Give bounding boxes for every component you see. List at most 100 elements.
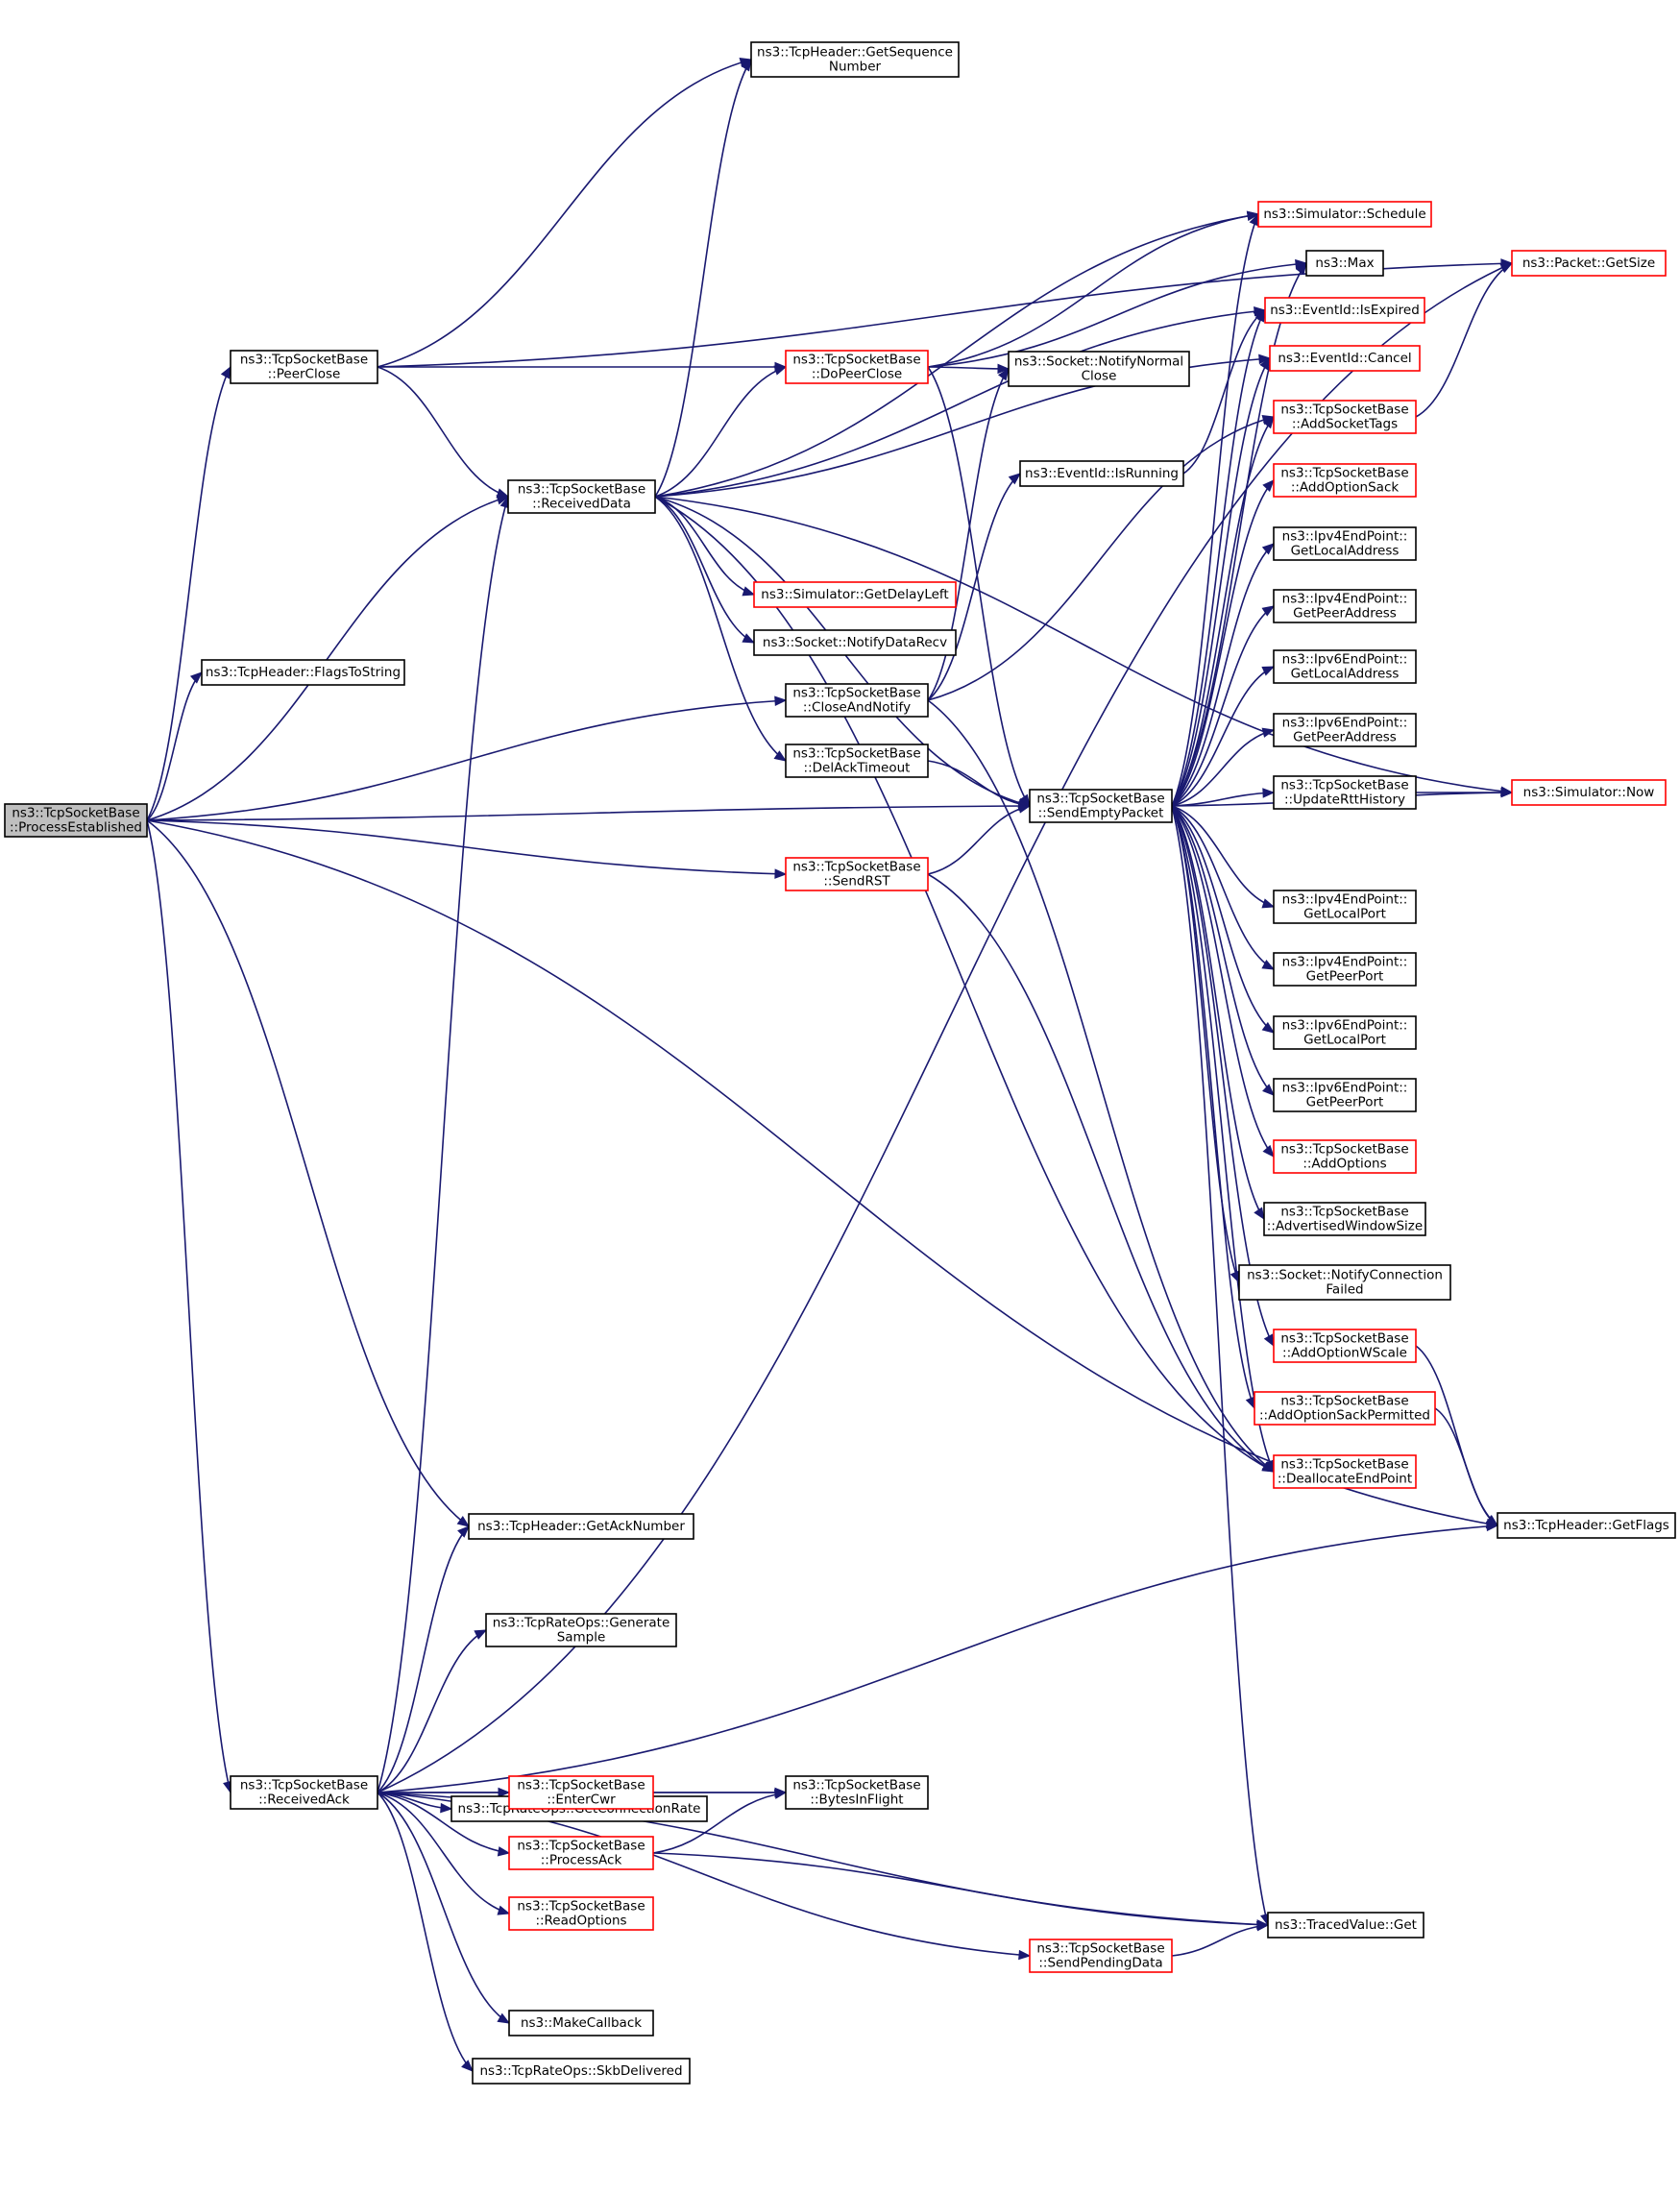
node-traced-value-get[interactable]: ns3::TracedValue::Get — [1267, 1912, 1424, 1939]
node-label-line: GetLocalAddress — [1291, 667, 1400, 682]
node-label-line: ns3::TcpRateOps::SkbDelivered — [479, 2063, 682, 2079]
edge-arrowhead — [1262, 788, 1276, 798]
node-ipv6-get-local-port[interactable]: ns3::Ipv6EndPoint::GetLocalPort — [1273, 1015, 1417, 1050]
edge-line — [1171, 479, 1275, 807]
node-ipv4-get-local-address[interactable]: ns3::Ipv4EndPoint::GetLocalAddress — [1273, 526, 1417, 561]
node-add-option-sack-permitted[interactable]: ns3::TcpSocketBase::AddOptionSackPermitt… — [1254, 1391, 1436, 1426]
node-get-flags[interactable]: ns3::TcpHeader::GetFlags — [1497, 1512, 1676, 1539]
edge-arrowhead — [1017, 803, 1032, 814]
edge-arrowhead — [1261, 898, 1276, 909]
edge-send_empty_packet-to-add_option_sack — [1171, 479, 1275, 807]
node-box — [230, 350, 378, 384]
node-skb-delivered[interactable]: ns3::TcpRateOps::SkbDelivered — [472, 2058, 691, 2085]
node-del-ack-timeout[interactable]: ns3::TcpSocketBase::DelAckTimeout — [785, 744, 929, 778]
node-layer: ns3::TcpSocketBase::ProcessEstablishedns… — [4, 41, 1676, 2085]
node-box — [1254, 1391, 1436, 1426]
node-label-line: ::AddOptionSack — [1291, 480, 1400, 496]
node-close-and-notify[interactable]: ns3::TcpSocketBase::CloseAndNotify — [785, 683, 929, 718]
node-label-line: ns3::Ipv6EndPoint:: — [1282, 1018, 1408, 1034]
edge-line — [377, 496, 509, 1793]
node-received-ack[interactable]: ns3::TcpSocketBase::ReceivedAck — [230, 1775, 378, 1810]
node-simulator-now[interactable]: ns3::Simulator::Now — [1511, 779, 1667, 806]
node-send-rst[interactable]: ns3::TcpSocketBase::SendRST — [785, 857, 929, 891]
node-ipv6-get-peer-port[interactable]: ns3::Ipv6EndPoint::GetPeerPort — [1273, 1078, 1417, 1112]
node-deallocate-end-point[interactable]: ns3::TcpSocketBase::DeallocateEndPoint — [1273, 1454, 1417, 1489]
node-label-line: ::PeerClose — [268, 367, 341, 382]
edge-line — [377, 1792, 510, 2024]
edge-line — [377, 1629, 487, 1793]
node-send-empty-packet[interactable]: ns3::TcpSocketBase::SendEmptyPacket — [1029, 789, 1173, 823]
node-bytes-in-flight[interactable]: ns3::TcpSocketBase::BytesInFlight — [785, 1775, 929, 1810]
node-update-rtt-history[interactable]: ns3::TcpSocketBase::UpdateRttHistory — [1273, 775, 1417, 810]
edge-arrowhead — [457, 1525, 470, 1538]
node-label-line: ns3::Socket::NotifyDataRecv — [763, 635, 947, 650]
node-box — [1273, 1329, 1417, 1363]
node-label-line: Failed — [1326, 1282, 1363, 1298]
node-do-peer-close[interactable]: ns3::TcpSocketBase::DoPeerClose — [785, 350, 929, 384]
edge-process_established-to-received_data — [146, 495, 510, 821]
node-read-options[interactable]: ns3::TcpSocketBase::ReadOptions — [508, 1896, 654, 1931]
node-add-options[interactable]: ns3::TcpSocketBase::AddOptions — [1273, 1139, 1417, 1174]
edge-arrowhead — [1261, 605, 1276, 617]
node-label-line: ::AdvertisedWindowSize — [1267, 1219, 1423, 1234]
node-advertised-window-size[interactable]: ns3::TcpSocketBase::AdvertisedWindowSize — [1263, 1202, 1426, 1236]
edge-process_established-to-flags_to_string — [146, 671, 203, 821]
node-received-data[interactable]: ns3::TcpSocketBase::ReceivedData — [507, 479, 656, 514]
edge-process_established-to-received_ack — [146, 819, 233, 1794]
node-event-is-running[interactable]: ns3::EventId::IsRunning — [1019, 460, 1184, 487]
node-ipv4-get-peer-address[interactable]: ns3::Ipv4EndPoint::GetPeerAddress — [1273, 589, 1417, 623]
node-enter-cwr[interactable]: ns3::TcpSocketBase::EnterCwr — [508, 1775, 654, 1810]
node-add-option-sack[interactable]: ns3::TcpSocketBase::AddOptionSack — [1273, 463, 1417, 498]
edge-process_established-to-peer_close — [146, 365, 231, 821]
node-event-cancel[interactable]: ns3::EventId::Cancel — [1269, 345, 1421, 372]
edge-line — [377, 1524, 1498, 1793]
node-get-delay-left[interactable]: ns3::Simulator::GetDelayLeft — [753, 581, 957, 608]
node-event-is-expired[interactable]: ns3::EventId::IsExpired — [1264, 297, 1425, 324]
node-get-ack-number[interactable]: ns3::TcpHeader::GetAckNumber — [468, 1513, 694, 1540]
edge-arrowhead — [741, 58, 752, 72]
node-ipv6-get-peer-address[interactable]: ns3::Ipv6EndPoint::GetPeerAddress — [1273, 713, 1417, 747]
node-box — [1273, 1078, 1417, 1112]
node-ipv6-get-local-address[interactable]: ns3::Ipv6EndPoint::GetLocalAddress — [1273, 649, 1417, 684]
node-add-option-wscale[interactable]: ns3::TcpSocketBase::AddOptionWScale — [1273, 1329, 1417, 1363]
edge-received_data-to-notify_data_recv — [654, 496, 756, 644]
node-flags-to-string[interactable]: ns3::TcpHeader::FlagsToString — [201, 659, 405, 686]
edge-send_empty_packet-to-ipv6_get_peer_port — [1171, 805, 1275, 1096]
node-simulator-schedule[interactable]: ns3::Simulator::Schedule — [1257, 201, 1432, 228]
node-box — [1273, 463, 1417, 498]
node-process-ack[interactable]: ns3::TcpSocketBase::ProcessAck — [508, 1836, 654, 1870]
node-box — [1238, 1264, 1451, 1301]
node-peer-close[interactable]: ns3::TcpSocketBase::PeerClose — [230, 350, 378, 384]
edge-line — [654, 309, 1266, 498]
edge-line — [1171, 357, 1271, 807]
node-ipv4-get-local-port[interactable]: ns3::Ipv4EndPoint::GetLocalPort — [1273, 890, 1417, 924]
edge-process_ack-to-traced_value_get — [652, 1852, 1270, 1930]
node-process-established[interactable]: ns3::TcpSocketBase::ProcessEstablished — [4, 803, 148, 838]
edge-line — [146, 819, 787, 875]
node-max[interactable]: ns3::Max — [1305, 250, 1384, 277]
edge-arrowhead — [1261, 543, 1276, 555]
node-box — [1273, 1454, 1417, 1489]
node-label-line: ns3::TcpSocketBase — [1036, 1941, 1164, 1957]
node-add-socket-tags[interactable]: ns3::TcpSocketBase::AddSocketTags — [1273, 400, 1417, 434]
edge-line — [146, 699, 787, 821]
node-ipv4-get-peer-port[interactable]: ns3::Ipv4EndPoint::GetPeerPort — [1273, 952, 1417, 987]
edge-send_empty_packet-to-ipv6_get_peer_address — [1171, 727, 1276, 807]
edge-arrowhead — [1245, 1396, 1255, 1410]
node-notify-data-recv[interactable]: ns3::Socket::NotifyDataRecv — [753, 629, 957, 656]
node-box — [785, 683, 929, 718]
node-send-pending-data[interactable]: ns3::TcpSocketBase::SendPendingData — [1029, 1939, 1173, 1973]
node-make-callback[interactable]: ns3::MakeCallback — [508, 2010, 654, 2036]
node-packet-get-size[interactable]: ns3::Packet::GetSize — [1511, 250, 1667, 277]
edge-arrowhead — [497, 2012, 511, 2024]
node-label-line: ::BytesInFlight — [810, 1793, 903, 1808]
edge-arrowhead — [1261, 727, 1276, 738]
node-label-line: ::DoPeerClose — [812, 367, 902, 382]
node-box — [468, 1513, 694, 1540]
edge-arrowhead — [497, 1846, 511, 1857]
node-box — [1273, 649, 1417, 684]
